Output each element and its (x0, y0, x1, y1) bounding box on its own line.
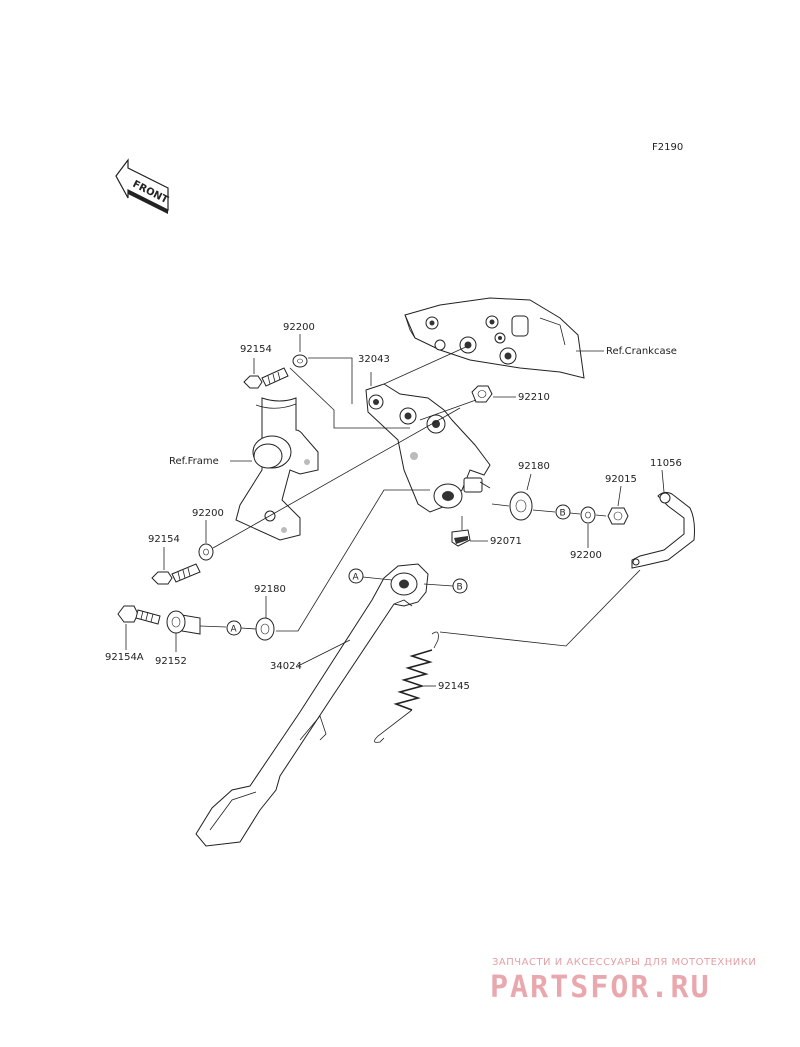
label-92015: 92015 (605, 474, 637, 485)
label-92200-right: 92200 (570, 550, 602, 561)
spring-92145 (374, 631, 439, 743)
callout-b-stand-text: B (457, 583, 463, 593)
label-92200-top: 92200 (283, 322, 315, 333)
callout-a-stand-text: A (353, 573, 360, 583)
label-92071: 92071 (490, 536, 522, 547)
sidestand-34024 (195, 563, 429, 847)
callout-b-right (555, 504, 571, 520)
watermark-tagline: ЗАПЧАСТИ И АКСЕССУАРЫ ДЛЯ МОТОТЕХНИКИ (492, 957, 756, 968)
label-92200-left: 92200 (192, 508, 224, 519)
ref-frame-label: Ref.Frame (169, 456, 219, 467)
label-92154-top: 92154 (240, 344, 272, 355)
callout-b-right-text: B (560, 509, 566, 519)
frame-ref-part (235, 397, 319, 541)
bolt-92154A (117, 605, 161, 625)
callout-a-stand (348, 568, 364, 584)
bolt-92154-left (151, 563, 201, 585)
label-34024: 34024 (270, 661, 302, 672)
label-11056: 11056 (650, 458, 682, 469)
crankcase-ref-part (404, 297, 585, 379)
label-32043: 32043 (358, 354, 390, 365)
watermark-brand: PARTSFOR.RU (490, 970, 711, 1005)
label-92152: 92152 (155, 656, 187, 667)
bolt-92154-top (243, 367, 289, 389)
label-92180-right: 92180 (518, 461, 550, 472)
collar-92152 (166, 610, 201, 635)
label-92145: 92145 (438, 681, 470, 692)
nut-92210 (471, 385, 493, 403)
label-92180-left: 92180 (254, 584, 286, 595)
figure-code: F2190 (652, 142, 683, 153)
front-arrow-icon: FRONT (115, 158, 170, 214)
label-92154A: 92154A (105, 652, 144, 663)
bolt-92071 (451, 529, 471, 547)
ref-crankcase-label: Ref.Crankcase (606, 346, 677, 357)
label-92154-left: 92154 (148, 534, 180, 545)
nut-92015 (607, 507, 629, 525)
label-92210: 92210 (518, 392, 550, 403)
bracket-11056 (631, 491, 695, 569)
bracket-32043 (365, 383, 491, 513)
callout-a-left-text: A (231, 625, 238, 635)
